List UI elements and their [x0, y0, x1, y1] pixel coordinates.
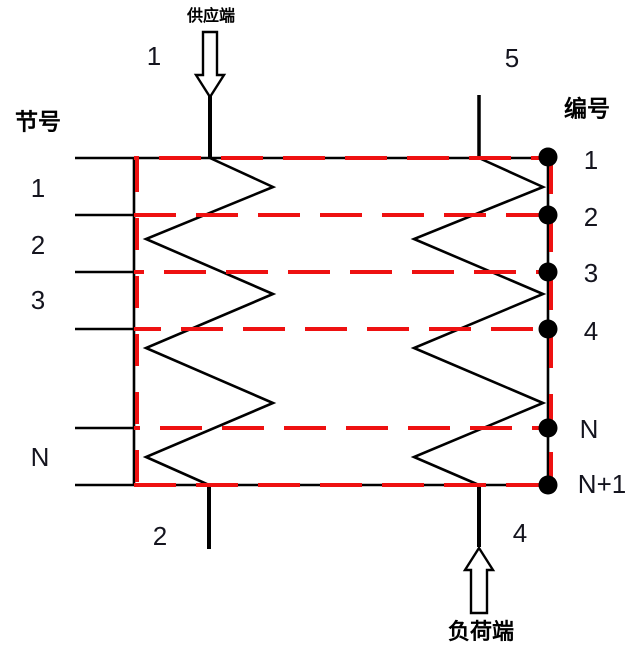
- supply-end-label: 供应端: [186, 8, 236, 25]
- section-number-3: 3: [30, 285, 46, 315]
- load-arrow-up-icon: [462, 545, 496, 615]
- load-end-label: 负荷端: [447, 619, 515, 644]
- node-number-1: 1: [583, 145, 599, 175]
- pipe-label-bottom-left: 2: [152, 521, 168, 551]
- node-dots: [538, 147, 558, 495]
- pipes: [207, 95, 481, 549]
- node-dot-n1: [538, 475, 558, 495]
- section-number-n: N: [30, 442, 50, 472]
- node-number-n: N: [579, 414, 599, 444]
- left-axis-title: 节号: [15, 108, 61, 135]
- node-number-2: 2: [583, 202, 599, 232]
- pipe-label-top-left: 1: [146, 41, 162, 71]
- supply-arrow-down-icon: [193, 30, 227, 100]
- node-dot-n: [538, 418, 558, 438]
- pipe-label-bottom-right: 4: [512, 518, 528, 548]
- right-axis-title: 编号: [564, 95, 610, 122]
- left-coil-zigzag: [142, 156, 277, 487]
- section-number-2: 2: [30, 230, 46, 260]
- node-dot-1: [538, 147, 558, 167]
- node-number-4: 4: [583, 316, 599, 346]
- coil-zigzags: [142, 156, 547, 487]
- node-dot-2: [538, 205, 558, 225]
- node-number-3: 3: [583, 258, 599, 288]
- red-dashed-overlay: [134, 156, 553, 487]
- pipe-label-top-right: 5: [504, 43, 520, 73]
- section-number-1: 1: [30, 173, 46, 203]
- node-dot-4: [538, 319, 558, 339]
- node-dot-3: [538, 262, 558, 282]
- flow-arrows: [193, 30, 496, 615]
- right-coil-zigzag: [410, 156, 547, 487]
- node-number-n1: N+1: [577, 469, 627, 499]
